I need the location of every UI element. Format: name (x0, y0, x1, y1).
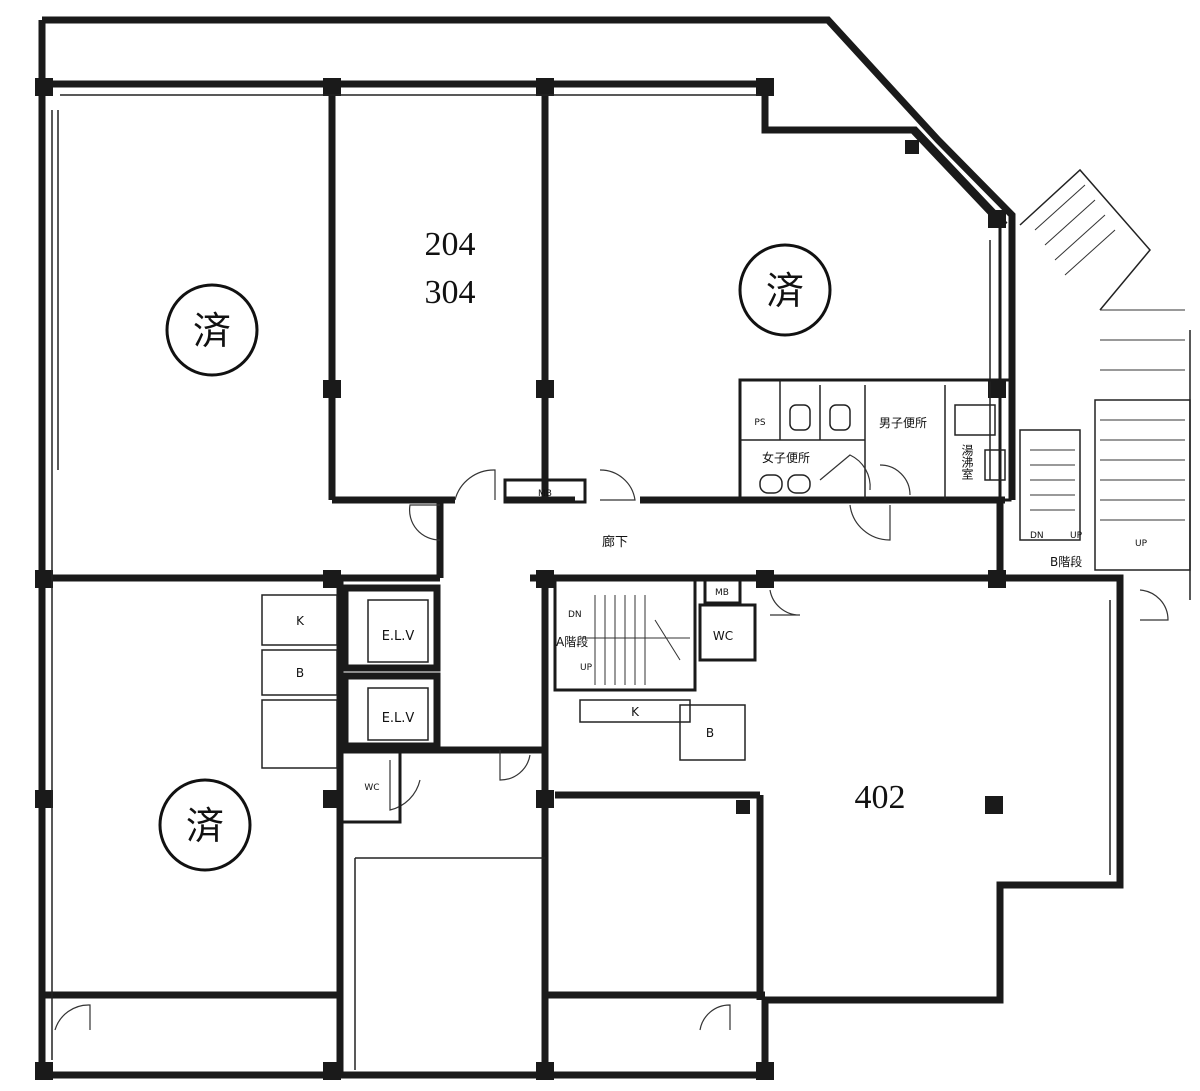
window-lines (51, 94, 1111, 1060)
stair-b-up: UP (1070, 531, 1083, 541)
stamp-text-top-left: 済 (193, 309, 231, 353)
stair-ext-up: UP (1135, 539, 1148, 549)
kitchen-label-left: K (296, 614, 305, 628)
stair-b: DN UP B階段 UP (1019, 168, 1191, 600)
elevator-label-1: E.L.V (382, 629, 415, 644)
stair-a-dn: DN (568, 610, 582, 620)
stamp-text-bottom-left: 済 (186, 804, 224, 848)
stair-a-up: UP (580, 663, 593, 673)
kitchen-label-mid: K (631, 705, 640, 719)
left-unit-fixtures: K B WC (261, 594, 545, 1070)
mb-label-top: MB (538, 489, 552, 499)
ps-label: PS (754, 418, 765, 428)
stamp-top-left: 済 (165, 283, 259, 377)
service-core (738, 378, 1012, 502)
elevator-label-2: E.L.V (382, 711, 415, 726)
kitchenette-label: 湯沸室 (960, 444, 974, 480)
unit-number-304: 304 (425, 274, 476, 311)
stair-a: DN A階段 UP K (553, 578, 697, 723)
corridor-label: 廊下 (602, 534, 628, 550)
stair-a-label: A階段 (556, 634, 588, 649)
doors (54, 469, 1169, 1031)
unit-402-fixtures: MB WC B (679, 576, 757, 761)
mb-label-402: MB (715, 588, 729, 598)
stair-b-dn: DN (1030, 531, 1044, 541)
interior-walls (42, 90, 1005, 1075)
outer-walls (38, 16, 1124, 1079)
womens-toilet-label: 女子便所 (762, 450, 810, 465)
unit-number-402: 402 (855, 779, 906, 816)
unit-number-204: 204 (425, 226, 476, 263)
bath-label-402: B (706, 726, 714, 740)
columns (35, 78, 1006, 1080)
stamp-bottom-left: 済 (158, 778, 252, 872)
wc-label-left: WC (364, 783, 379, 793)
mens-toilet-label: 男子便所 (879, 416, 927, 430)
stamp-text-top-right: 済 (766, 269, 804, 313)
bath-label-left: B (296, 666, 304, 680)
mb-box-top: MB (503, 478, 587, 504)
stair-b-label: B階段 (1050, 554, 1082, 569)
elevators: E.L.V E.L.V (341, 584, 441, 750)
wc-label-402: WC (713, 629, 733, 643)
stamp-top-right: 済 (738, 243, 832, 337)
